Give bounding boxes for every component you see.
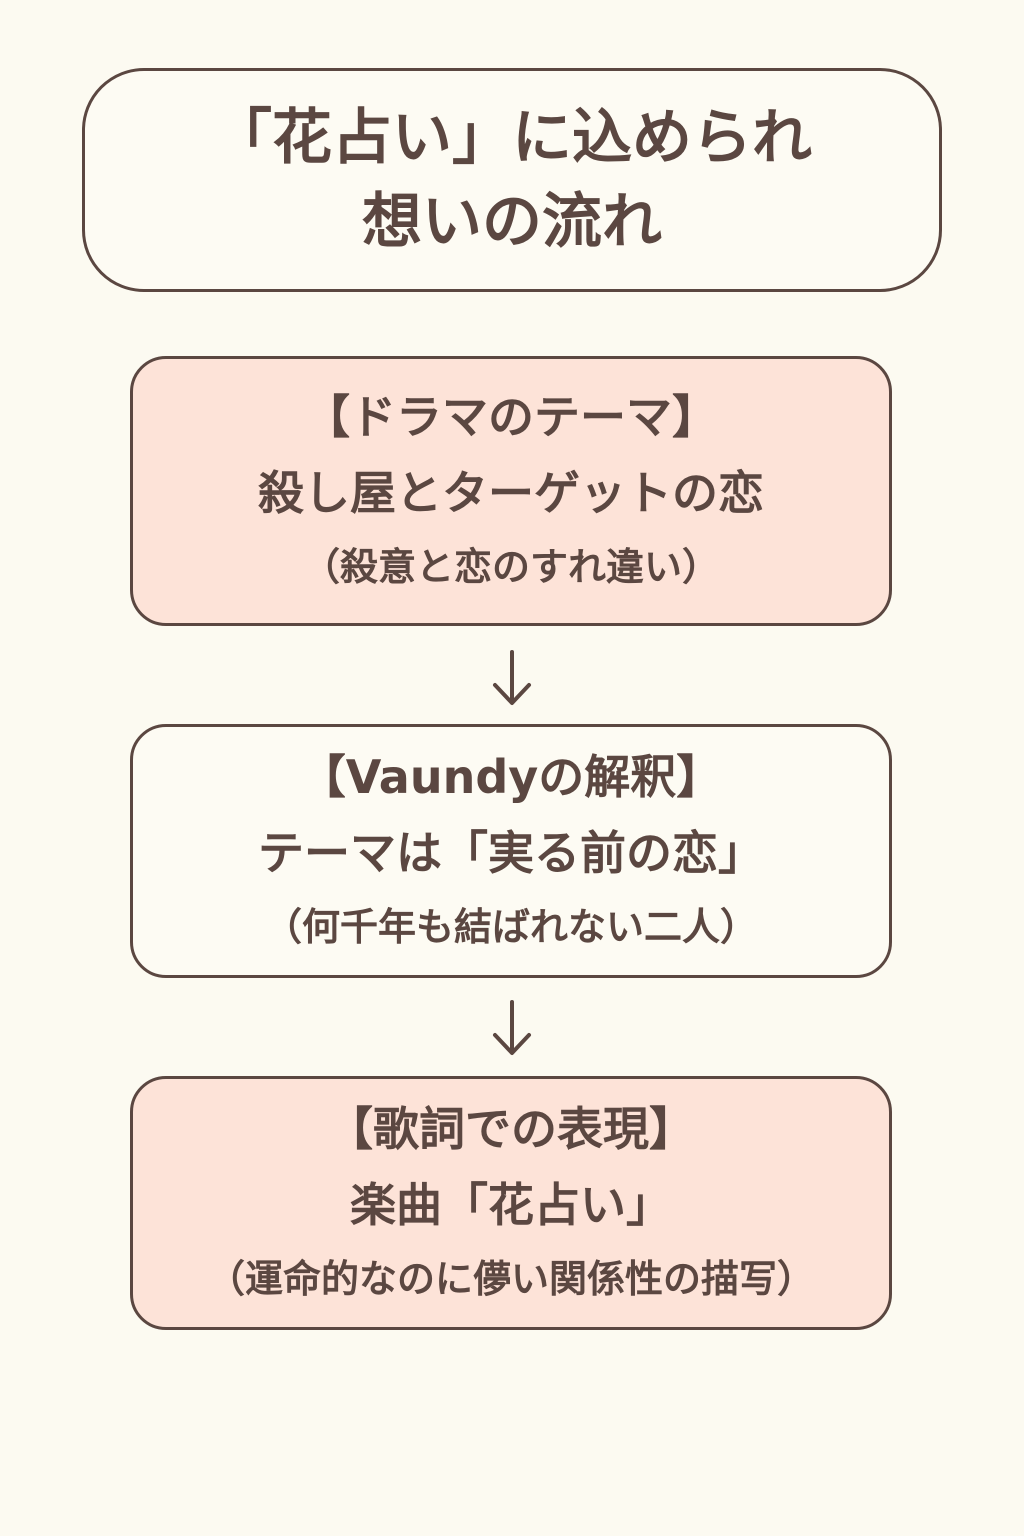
step-main: テーマは「実る前の恋」 [258, 826, 764, 880]
step-sub: （運命的なのに儚い関係性の描写） [206, 1257, 815, 1301]
step-drama-theme: 【ドラマのテーマ】 殺し屋とターゲットの恋 （殺意と恋のすれ違い） [130, 356, 892, 626]
step-heading: 【歌詞での表現】 [327, 1102, 695, 1156]
step-main: 楽曲「花占い」 [350, 1178, 672, 1232]
down-arrow-icon [493, 1000, 531, 1055]
title-line-2: 想いの流れ [362, 187, 662, 257]
title-line-1: 「花占い」に込められ [212, 103, 812, 173]
down-arrow-icon [493, 650, 531, 705]
step-heading: 【ドラマのテーマ】 [304, 390, 718, 444]
title-box: 「花占い」に込められ 想いの流れ [82, 68, 942, 292]
step-heading: 【Vaundyの解釈】 [299, 750, 723, 804]
step-sub: （殺意と恋のすれ違い） [301, 545, 720, 589]
step-main: 殺し屋とターゲットの恋 [258, 466, 764, 520]
step-lyrics-expression: 【歌詞での表現】 楽曲「花占い」 （運命的なのに儚い関係性の描写） [130, 1076, 892, 1330]
step-sub: （何千年も結ばれない二人） [263, 905, 758, 949]
step-vaundy-interpretation: 【Vaundyの解釈】 テーマは「実る前の恋」 （何千年も結ばれない二人） [130, 724, 892, 978]
